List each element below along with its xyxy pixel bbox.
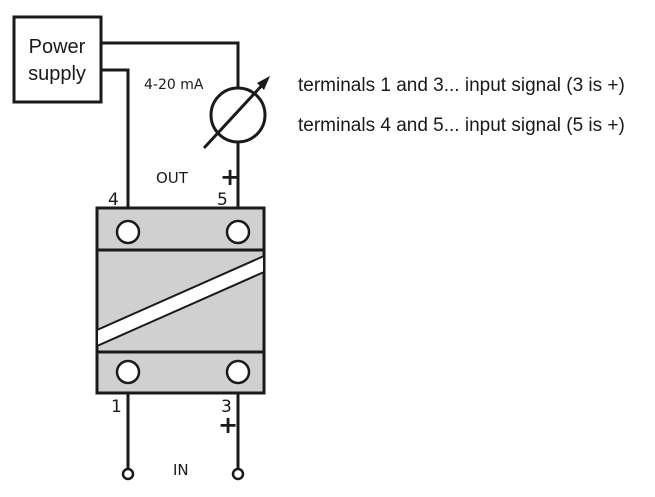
power-supply-label-line1: Power bbox=[29, 36, 86, 58]
plus-sign-in: + bbox=[218, 411, 238, 439]
input-terminal-3 bbox=[231, 467, 245, 481]
wires bbox=[101, 41, 240, 470]
terminal-1-label: 1 bbox=[111, 397, 122, 417]
plus-sign-out: + bbox=[220, 163, 240, 191]
input-terminal-1 bbox=[121, 467, 135, 481]
terminal-5-label: 5 bbox=[217, 190, 228, 210]
ammeter-icon bbox=[202, 76, 270, 150]
legend-line-2: terminals 4 and 5... input signal (5 is … bbox=[298, 115, 625, 136]
converter-module bbox=[95, 206, 266, 395]
current-label: 4-20 mA bbox=[144, 77, 204, 93]
in-label: IN bbox=[173, 461, 189, 479]
terminal-screw-5 bbox=[225, 219, 251, 245]
out-label: OUT bbox=[156, 169, 189, 187]
power-supply-label-line2: supply bbox=[28, 63, 86, 85]
terminal-screw-3 bbox=[225, 359, 251, 385]
terminal-screw-4 bbox=[115, 219, 141, 245]
legend-line-1: terminals 1 and 3... input signal (3 is … bbox=[298, 75, 625, 96]
power-supply-box: Power supply bbox=[12, 15, 103, 104]
terminal-3-label: 3 bbox=[221, 397, 232, 417]
terminal-4-label: 4 bbox=[108, 190, 119, 210]
terminal-screw-1 bbox=[115, 359, 141, 385]
